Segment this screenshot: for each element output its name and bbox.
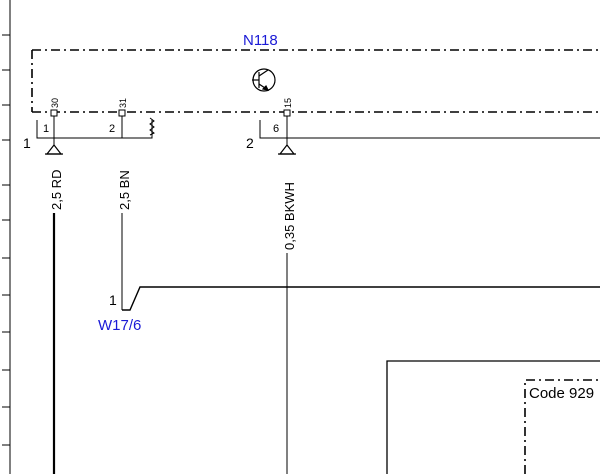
ground-pin-number: 1: [109, 292, 117, 308]
connector-housing-2: [259, 120, 600, 139]
pin-number-31: 31: [118, 98, 128, 108]
box-pin-1: 1: [43, 123, 49, 135]
pin-terminal-30: [50, 109, 58, 117]
pin-number-15: 15: [283, 98, 293, 108]
pin-number-30: 30: [50, 98, 60, 108]
pin-terminals: [50, 109, 291, 117]
box-pin-2: 2: [109, 123, 115, 135]
transistor-icon: [252, 68, 276, 92]
pin-terminal-15: [283, 109, 291, 117]
zigzag-mark: [149, 117, 155, 136]
pin-terminal-31: [118, 109, 126, 117]
component-boundary: [31, 49, 600, 113]
box-pin-6: 6: [273, 123, 279, 135]
wire-label-bkwh: 0,35 BKWH: [282, 182, 297, 250]
ground-connector-id: W17/6: [98, 317, 141, 334]
component-id-label: N118: [243, 32, 278, 49]
connector-arrow-2: [278, 144, 296, 155]
code-box-label: Code 929: [529, 385, 594, 402]
connector-number-1: 1: [23, 135, 31, 151]
wire-lines: [52, 213, 600, 474]
terminal-stubs: [53, 116, 288, 145]
wire-label-bn: 2,5 BN: [117, 170, 132, 210]
ground-line: [122, 286, 600, 311]
connector-number-2: 2: [246, 135, 254, 151]
margin-ruler: [2, 0, 11, 474]
solid-module-box: [386, 360, 600, 474]
wire-label-rd: 2,5 RD: [49, 170, 64, 210]
connector-arrow-1: [45, 144, 63, 155]
